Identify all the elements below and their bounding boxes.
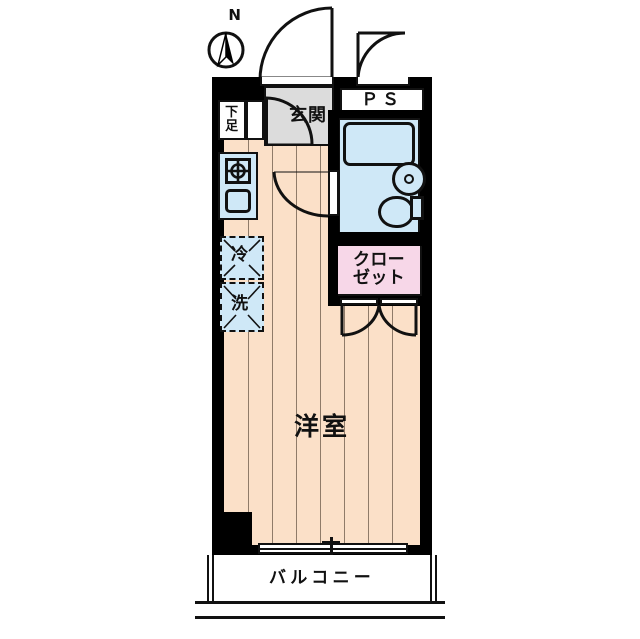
shoe-cabinet-extension	[246, 100, 264, 140]
toilet-bowl	[378, 196, 414, 228]
entrance-threshold	[260, 77, 334, 86]
ps-door[interactable]	[355, 30, 411, 81]
closet-top-wall	[328, 240, 424, 246]
ps-label: ＰＳ	[361, 90, 403, 111]
washing-machine-label: 洗	[231, 294, 249, 315]
shoe-cabinet-label: 下足	[225, 105, 239, 134]
balcony-window-track	[258, 548, 408, 550]
balcony-window-mullion	[330, 537, 333, 561]
closet-side-wall	[328, 240, 338, 306]
balcony-rail-right-inner	[430, 555, 432, 603]
balcony-area	[204, 555, 440, 603]
entrance-door[interactable]	[258, 6, 340, 81]
bath-top-wall	[328, 110, 424, 118]
bathtub	[343, 122, 415, 166]
closet-door[interactable]	[340, 304, 418, 341]
toilet-tank	[410, 196, 424, 220]
balcony-rail-left-outer	[207, 555, 209, 603]
bath-partition-wall-upper	[328, 114, 339, 172]
north-arrow: N	[204, 7, 260, 70]
bath-door[interactable]	[272, 170, 329, 218]
gas-burner-icon	[228, 161, 248, 181]
refrigerator-label: 冷	[231, 245, 249, 266]
shoe-cabinet	[218, 100, 246, 140]
kitchen-sink	[225, 189, 251, 213]
balcony-window-handle-bottom	[322, 552, 340, 554]
balcony-window-handle-top	[322, 541, 340, 543]
flooring-planks	[224, 140, 420, 545]
balcony-rail-right-outer	[435, 555, 437, 603]
room-corner-pillar-cover	[224, 512, 252, 545]
ps-threshold	[356, 77, 410, 86]
closet-threshold-left	[340, 298, 378, 305]
balcony-label: バルコニー	[269, 568, 375, 589]
balcony-rail-bottom-outer	[195, 616, 445, 619]
bath-partition-wall-lower	[328, 214, 339, 236]
main-room-label: 洋室	[293, 411, 350, 441]
genkan-door[interactable]	[264, 96, 314, 146]
balcony-rail-left-inner	[212, 555, 214, 603]
refrigerator-space	[220, 236, 264, 280]
closet-label: クロー ゼット	[352, 250, 406, 288]
north-label: N	[228, 6, 242, 25]
balcony-rail-bottom-inner	[195, 601, 445, 604]
closet-threshold-right	[380, 298, 418, 305]
bath-bottom-wall	[328, 232, 424, 240]
bath-door-panel[interactable]	[328, 170, 339, 216]
washing-machine-space	[220, 282, 264, 332]
wash-basin-drain	[404, 174, 414, 184]
